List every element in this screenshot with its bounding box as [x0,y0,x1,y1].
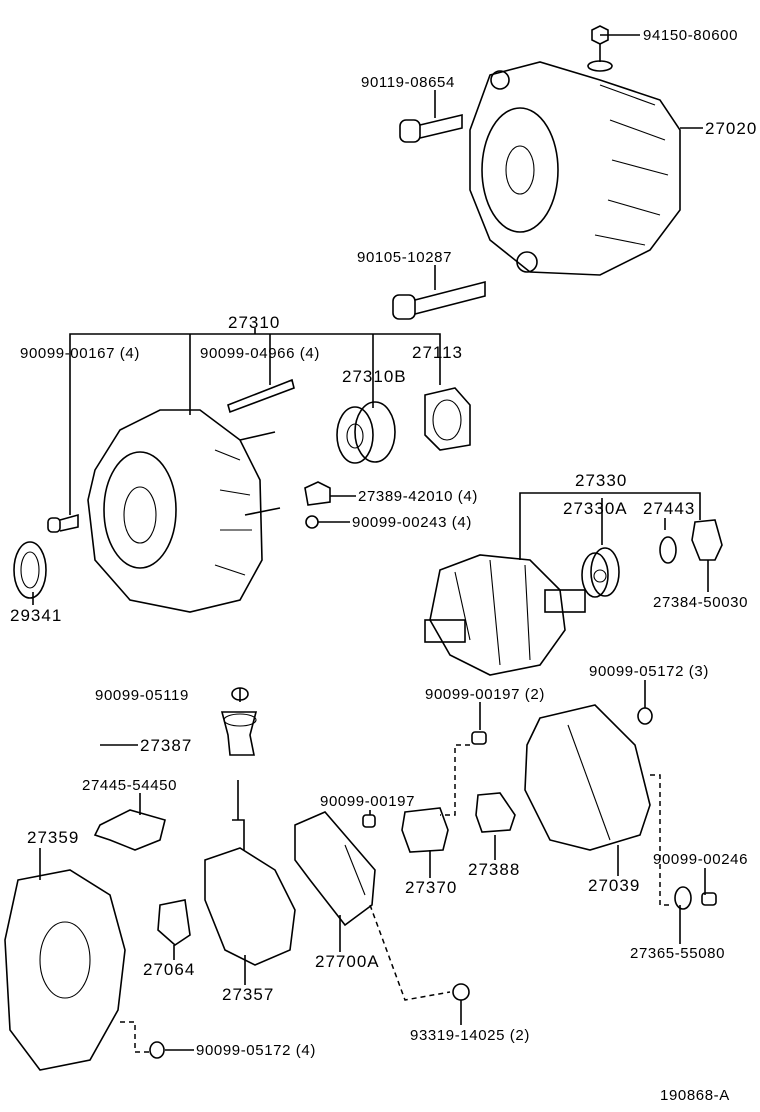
label-27445-54450: 27445-54450 [82,777,178,794]
label-93319-14025: 93319-14025 (2) [410,1027,530,1044]
bolt-90105-10287 [392,280,486,320]
label-90099-00197: 90099-00197 [320,793,416,810]
label-27020: 27020 [705,119,758,138]
rear-end-cover-27039 [524,704,651,851]
insulator-ring-27384-50030 [691,519,723,561]
gasket-27064 [157,899,191,947]
screw-90099-00243 [305,515,319,529]
ring-27443 [659,536,677,564]
label-90099-00197-2: 90099-00197 (2) [425,686,545,703]
bolt-90119-08654 [399,113,463,143]
rectifier-end-frame-27359 [4,869,126,1071]
cover-27388 [475,792,516,833]
label-90099-05119: 90099-05119 [95,687,189,704]
label-90099-05172-3: 90099-05172 (3) [589,663,709,680]
nut-90099-05119 [231,687,249,701]
screw-90099-00197-2 [471,731,487,745]
nut-93319-14025 [452,983,470,1001]
terminal-insulator-27387 [220,711,258,756]
rotor-27330 [424,554,586,676]
ic-regulator-27700A [294,811,376,927]
label-90119-08654: 90119-08654 [361,74,455,91]
rectifier-27357 [204,780,296,966]
label-27113: 27113 [412,343,464,362]
label-27039: 27039 [588,876,641,895]
label-90099-00243: 90099-00243 (4) [352,514,472,531]
label-27365-55080: 27365-55080 [630,945,726,962]
cover-29341 [13,541,47,599]
brush-holder-27370 [401,807,449,853]
label-90105-10287: 90105-10287 [357,249,453,266]
label-27359: 27359 [27,828,80,847]
nut-90099-05172-3 [637,707,653,725]
label-27370: 27370 [405,878,458,897]
label-90099-05172-4: 90099-05172 (4) [196,1042,316,1059]
label-94150-80600: 94150-80600 [643,27,739,44]
label-27389-42010: 27389-42010 (4) [358,488,478,505]
label-29341: 29341 [10,606,63,625]
bracket-27445-54450 [93,809,166,851]
terminal-27365-55080 [674,886,692,910]
drive-end-frame-27310 [87,409,281,613]
insulator-27389-42010 [304,481,331,506]
bearing-27330A [581,547,620,598]
label-27387: 27387 [140,736,193,755]
alternator-assembly-27020 [469,61,681,276]
label-90099-00167: 90099-00167 (4) [20,345,140,362]
label-27310B: 27310B [342,367,407,386]
bolt-90099-00246 [701,892,717,906]
label-27330A: 27330A [563,499,628,518]
bearing-27310B [336,401,396,464]
label-27388: 27388 [468,860,521,879]
screw-90099-00197 [362,814,376,828]
label-27064: 27064 [143,960,196,979]
label-27310: 27310 [228,313,281,332]
label-27330: 27330 [575,471,628,490]
retainer-plate-27113 [424,387,471,451]
drawing-number: 190868-A [660,1087,730,1104]
label-27384-50030: 27384-50030 [653,594,749,611]
label-90099-00246: 90099-00246 [653,851,749,868]
label-27357: 27357 [222,985,275,1004]
terminal-nut-94150-80600 [587,25,613,72]
stud-bolt-90099-04966 [227,378,295,414]
leader-lines [32,34,709,1051]
nut-90099-05172-4 [149,1041,165,1059]
label-27443: 27443 [643,499,696,518]
bolt-90099-00167 [47,513,79,533]
label-27700A: 27700A [315,952,380,971]
dashed-assembly-lines [120,744,672,1053]
label-90099-04966: 90099-04966 (4) [200,345,320,362]
